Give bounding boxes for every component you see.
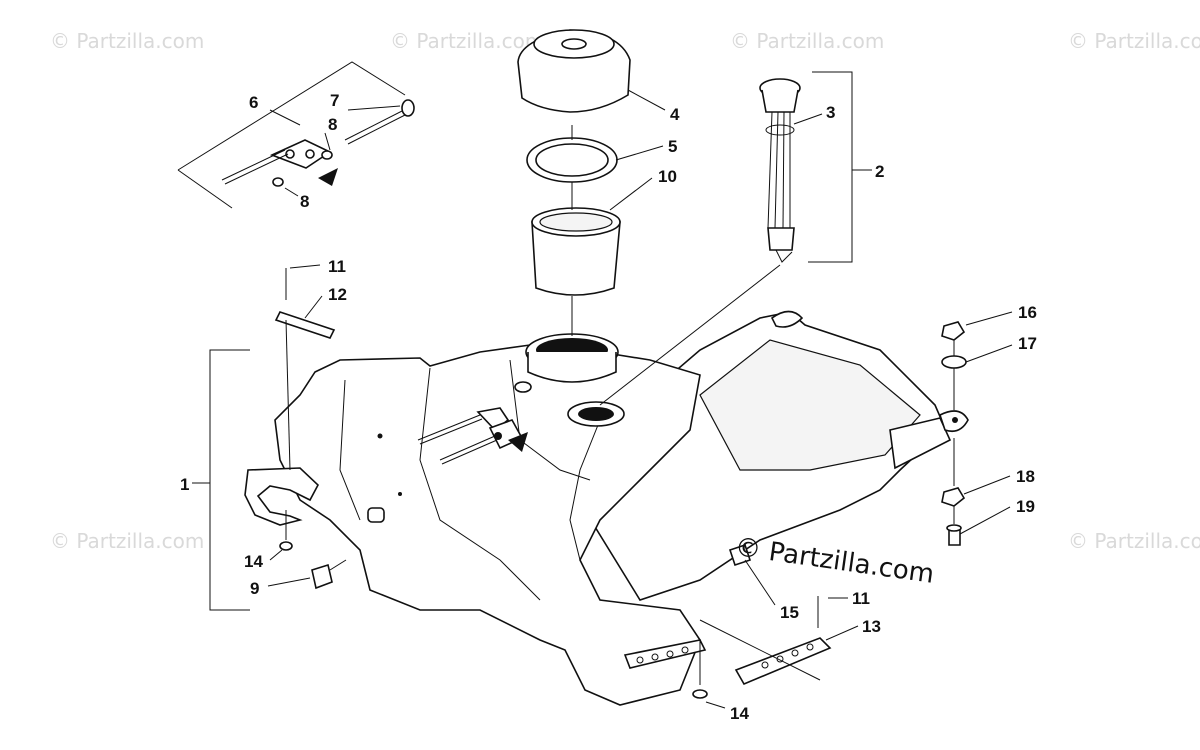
callout-14: 14 <box>244 552 263 571</box>
callout-13: 13 <box>862 617 881 636</box>
callout-17: 17 <box>1018 334 1037 353</box>
center-watermark: © Partzilla.com <box>733 532 936 590</box>
fuel-tank <box>244 310 969 706</box>
callout-14: 14 <box>730 704 749 723</box>
watermark: © Partzilla.com <box>1068 29 1200 53</box>
callout-6: 6 <box>249 93 258 112</box>
callout-7: 7 <box>330 91 339 110</box>
tank-bolts <box>417 407 528 465</box>
callout-19: 19 <box>1016 497 1035 516</box>
callout-8: 8 <box>328 115 337 134</box>
fuel-sender <box>599 78 801 406</box>
callout-2: 2 <box>875 162 884 181</box>
fuel-cap <box>517 29 631 113</box>
callout-16: 16 <box>1018 303 1037 322</box>
bolt-assembly <box>177 61 415 209</box>
watermark: © Partzilla.com <box>50 29 204 53</box>
group-brackets <box>192 71 872 611</box>
callout-5: 5 <box>668 137 677 156</box>
callout-10: 10 <box>658 167 677 186</box>
callout-9: 9 <box>250 579 259 598</box>
callout-11: 11 <box>328 257 346 276</box>
filler-sleeve <box>531 207 621 296</box>
watermark: © Partzilla.com <box>390 29 544 53</box>
watermark: © Partzilla.com <box>50 529 204 553</box>
callout-11: 11 <box>852 589 870 608</box>
rear-strap <box>692 543 832 699</box>
callouts: 1 2 3 4 5 6 7 8 8 9 10 11 11 12 13 14 14… <box>180 91 1037 723</box>
gasket <box>526 137 618 183</box>
callout-1: 1 <box>180 475 189 494</box>
watermark: © Partzilla.com <box>1068 529 1200 553</box>
watermark: © Partzilla.com <box>730 29 884 53</box>
callout-3: 3 <box>826 103 835 122</box>
left-strap <box>274 268 347 590</box>
callout-4: 4 <box>670 105 680 124</box>
callout-18: 18 <box>1016 467 1035 486</box>
leader-lines <box>267 89 1013 709</box>
callout-12: 12 <box>328 285 347 304</box>
callout-15: 15 <box>780 603 799 622</box>
callout-8: 8 <box>300 192 309 211</box>
